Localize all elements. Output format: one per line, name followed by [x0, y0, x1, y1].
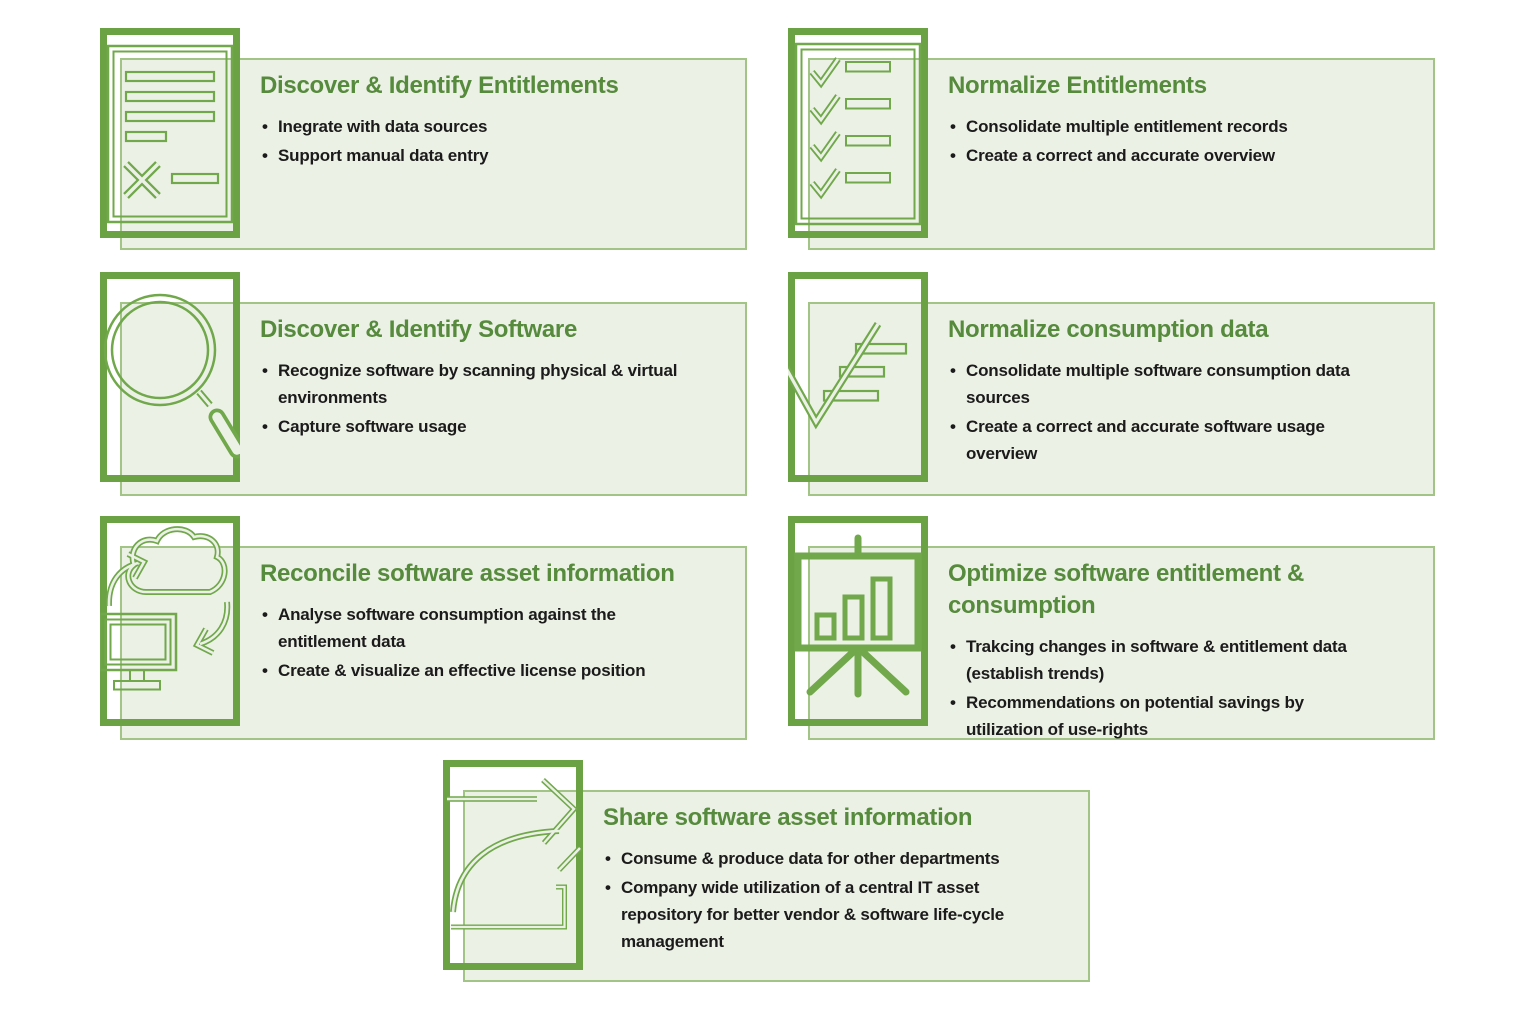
card-title-line: consumption — [948, 592, 1096, 619]
card-title: Discover & Identify Software — [260, 314, 737, 346]
card-title-line: Share software asset information — [603, 804, 973, 831]
bullet-item: Recognize software by scanning physical … — [260, 357, 737, 411]
bullet-item: Consume & produce data for other departm… — [603, 845, 1080, 872]
bullet-item: Create a correct and accurate overview — [948, 142, 1425, 169]
card-title-line: Optimize software entitlement & — [948, 560, 1305, 587]
bullet-line: Inegrate with data sources — [278, 117, 488, 136]
document-entitlements-icon — [106, 44, 234, 224]
bullet-item: Support manual data entry — [260, 142, 737, 169]
bullet-line: Create a correct and accurate software u… — [966, 417, 1325, 436]
bullet-item: Company wide utilization of a central IT… — [603, 874, 1080, 955]
bullet-line: Trakcing changes in software & entitleme… — [966, 637, 1347, 656]
bullet-item: Trakcing changes in software & entitleme… — [948, 633, 1425, 687]
cloud-sync-monitor-icon — [100, 526, 231, 691]
bullet-item: Inegrate with data sources — [260, 113, 737, 140]
card-panel: Normalize consumption data Consolidate m… — [808, 302, 1435, 496]
bullet-line: repository for better vendor & software … — [621, 905, 1004, 924]
presentation-bar-chart-icon — [794, 534, 922, 698]
card-title: Reconcile software asset information — [260, 558, 737, 590]
card-panel: Discover & Identify Entitlements Inegrat… — [120, 58, 747, 250]
card-title-line: Normalize consumption data — [948, 316, 1269, 343]
bullet-item: Create & visualize an effective license … — [260, 657, 737, 684]
card-title: Optimize software entitlement & consumpt… — [948, 558, 1425, 622]
bullet-item: Consolidate multiple software consumptio… — [948, 357, 1425, 411]
bullet-line: Recommendations on potential savings by — [966, 693, 1304, 712]
card-title: Share software asset information — [603, 802, 1080, 834]
magnifier-icon-frame — [100, 272, 240, 482]
card-title-line: Normalize Entitlements — [948, 72, 1207, 99]
share-arrow-icon-frame — [443, 760, 583, 970]
cloud-sync-monitor-icon-frame — [100, 516, 240, 726]
checkmark-data-icon-frame — [788, 272, 928, 482]
bullet-item: Create a correct and accurate software u… — [948, 413, 1425, 467]
card-title-line: Reconcile software asset information — [260, 560, 675, 587]
card-share: Share software asset information Consume… — [443, 760, 1090, 984]
card-reconcile: Reconcile software asset information Ana… — [100, 516, 747, 740]
presentation-bar-chart-icon-frame — [788, 516, 928, 726]
bullet-line: Recognize software by scanning physical … — [278, 361, 678, 380]
card-discover-entitlements: Discover & Identify Entitlements Inegrat… — [100, 28, 747, 252]
share-arrow-icon — [447, 777, 582, 930]
bullet-line: Create & visualize an effective license … — [278, 661, 646, 680]
checkmark-data-icon — [788, 321, 908, 430]
card-normalize-consumption: Normalize consumption data Consolidate m… — [788, 272, 1435, 496]
bullet-item: Recommendations on potential savings by … — [948, 689, 1425, 743]
card-title-line: Discover & Identify Software — [260, 316, 578, 343]
bullet-line: Consume & produce data for other departm… — [621, 849, 1000, 868]
magnifier-icon — [103, 293, 240, 459]
bullet-line: overview — [966, 444, 1038, 463]
document-entitlements-icon-frame — [100, 28, 240, 238]
card-discover-software: Discover & Identify Software Recognize s… — [100, 272, 747, 496]
card-title: Discover & Identify Entitlements — [260, 70, 737, 102]
bullet-line: entitlement data — [278, 632, 406, 651]
bullet-line: Company wide utilization of a central IT… — [621, 878, 980, 897]
bullet-item: Analyse software consumption against the… — [260, 601, 737, 655]
bullet-item: Capture software usage — [260, 413, 737, 440]
bullet-line: environments — [278, 388, 388, 407]
card-title: Normalize Entitlements — [948, 70, 1425, 102]
bullet-line: management — [621, 932, 724, 951]
bullet-line: Create a correct and accurate overview — [966, 146, 1275, 165]
card-panel: Share software asset information Consume… — [463, 790, 1090, 982]
bullet-line: Support manual data entry — [278, 146, 489, 165]
bullet-item: Consolidate multiple entitlement records — [948, 113, 1425, 140]
card-panel: Optimize software entitlement & consumpt… — [808, 546, 1435, 740]
bullet-line: (establish trends) — [966, 664, 1105, 683]
card-normalize-entitlements: Normalize Entitlements Consolidate multi… — [788, 28, 1435, 252]
card-optimize: Optimize software entitlement & consumpt… — [788, 516, 1435, 740]
bullet-line: sources — [966, 388, 1030, 407]
bullet-line: Capture software usage — [278, 417, 467, 436]
card-panel: Discover & Identify Software Recognize s… — [120, 302, 747, 496]
checklist-icon — [794, 42, 922, 226]
card-title: Normalize consumption data — [948, 314, 1425, 346]
card-title-line: Discover & Identify Entitlements — [260, 72, 619, 99]
bullet-line: Consolidate multiple entitlement records — [966, 117, 1288, 136]
bullet-line: utilization of use-rights — [966, 720, 1148, 739]
bullet-line: Analyse software consumption against the — [278, 605, 616, 624]
bullet-line: Consolidate multiple software consumptio… — [966, 361, 1350, 380]
checklist-icon-frame — [788, 28, 928, 238]
